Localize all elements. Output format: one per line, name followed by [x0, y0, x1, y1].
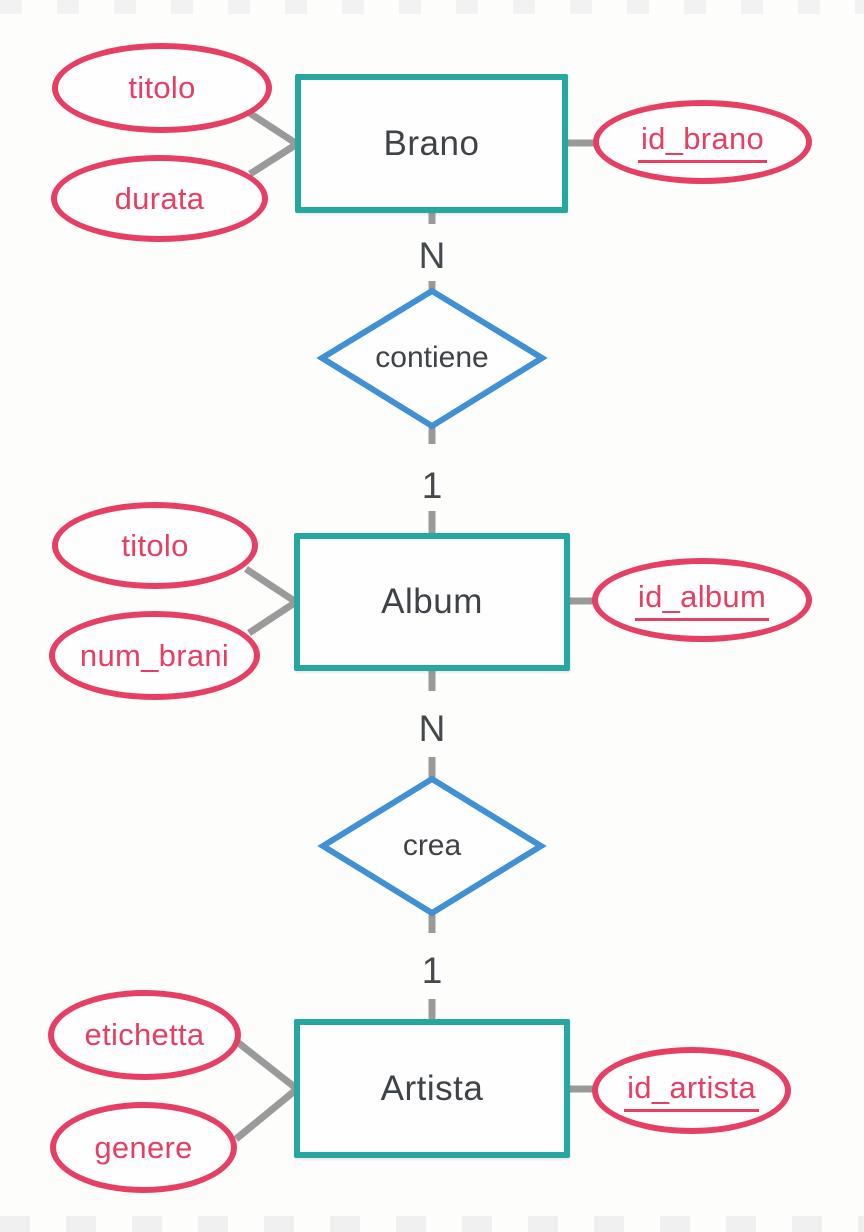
- cardinality-contiene-1: 1: [421, 465, 443, 506]
- entity-artista[interactable]: Artista: [294, 1019, 570, 1158]
- attribute-label-artista-etichetta: etichetta: [84, 1017, 205, 1052]
- relationship-diamond-contiene[interactable]: [316, 287, 548, 430]
- entity-album[interactable]: Album: [294, 533, 570, 671]
- connector-brano-titolo: [246, 109, 299, 147]
- entity-album-label: Album: [381, 582, 483, 621]
- relationship-label-crea: crea: [402, 829, 462, 862]
- attribute-ellipse-brano-titolo[interactable]: titolo: [52, 43, 272, 133]
- key-attribute-label-id-artista: id_artista: [624, 1070, 759, 1112]
- entity-brano-label: Brano: [383, 123, 480, 163]
- connector-artista-genere: [233, 1086, 300, 1142]
- attribute-ellipse-album-titolo[interactable]: titolo: [52, 502, 258, 589]
- cardinality-crea-1: 1: [421, 950, 443, 991]
- cardinality-contiene-n: N: [418, 235, 446, 276]
- attribute-label-brano-durata: durata: [114, 180, 205, 216]
- connector-album-titolo: [244, 566, 298, 605]
- entity-brano[interactable]: Brano: [295, 74, 568, 213]
- attribute-ellipse-artista-genere[interactable]: genere: [50, 1102, 237, 1193]
- attribute-label-album-numbrani: num_brani: [79, 637, 230, 673]
- attribute-label-brano-titolo: titolo: [128, 70, 196, 105]
- attribute-label-artista-genere: genere: [94, 1129, 193, 1165]
- attribute-ellipse-brano-durata[interactable]: durata: [51, 155, 268, 242]
- connector-album-numbrani: [247, 599, 298, 636]
- key-attribute-ellipse-id-artista[interactable]: id_artista: [592, 1047, 791, 1134]
- connector-brano-durata: [248, 141, 299, 177]
- entity-artista-label: Artista: [380, 1068, 484, 1108]
- attribute-ellipse-artista-etichetta[interactable]: etichetta: [48, 990, 241, 1080]
- attribute-label-album-titolo: titolo: [121, 527, 189, 563]
- relationship-label-contiene: contiene: [375, 341, 489, 374]
- cardinality-crea-n: N: [418, 708, 446, 749]
- key-attribute-ellipse-id-album[interactable]: id_album: [592, 558, 812, 642]
- key-attribute-label-id-brano: id_brano: [637, 121, 768, 163]
- relationship-diamond-crea[interactable]: [317, 775, 547, 917]
- connector-artista-etichetta: [233, 1038, 300, 1092]
- attribute-ellipse-album-numbrani[interactable]: num_brani: [49, 611, 260, 700]
- key-attribute-label-id-album: id_album: [634, 579, 770, 621]
- key-attribute-ellipse-id-brano[interactable]: id_brano: [593, 100, 812, 184]
